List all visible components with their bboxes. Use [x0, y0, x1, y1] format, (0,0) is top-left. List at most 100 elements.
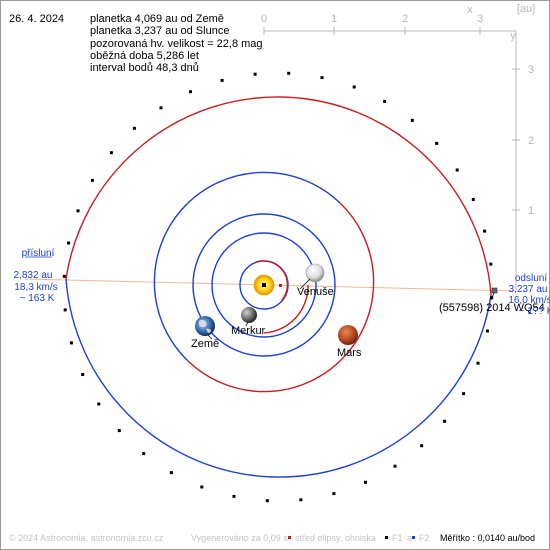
focus-marker: [262, 283, 266, 287]
mercury-orbit-arc: [255, 260, 289, 301]
earth-label: Země: [191, 338, 219, 350]
legend-f2-marker: [412, 536, 415, 539]
info-line-earth-distance: planetka 4,069 au od Země: [90, 13, 224, 25]
asteroid-orbit-lower-arc: [65, 278, 492, 478]
orbit-point: [455, 168, 459, 172]
orbit-point: [485, 329, 489, 333]
orbit-point: [383, 99, 387, 103]
legend-a-text: a: [407, 533, 412, 543]
mars-icon: [338, 325, 358, 345]
orbit-point: [462, 392, 466, 396]
orbit-point: [67, 241, 71, 245]
mercury-icon: [241, 307, 257, 323]
mars-orbit-north-arc: [153, 171, 341, 362]
orbit-point: [142, 452, 146, 456]
orbit-point: [90, 178, 94, 182]
orbit-point: [220, 78, 224, 82]
earth-pointer: [207, 334, 213, 340]
mars-orbit-south-arc: [187, 202, 375, 393]
legend-center-text: střed elipsy, ohniska: [295, 533, 376, 543]
perihelion-title: přísluní: [22, 248, 55, 259]
y-tick-1: 1: [528, 205, 534, 217]
x-tick-2: 2: [402, 13, 408, 25]
copyright-text: © 2024 Astronomia, astronomia.zcu.cz: [9, 533, 164, 543]
venus-icon: [305, 263, 325, 283]
orbit-point: [476, 361, 480, 365]
orbit-point: [253, 72, 257, 76]
generated-text: Vygenerováno za 0,09 s: [191, 533, 288, 543]
orbit-point: [299, 498, 303, 502]
orbit-point: [287, 71, 291, 75]
orbit-point: [159, 106, 163, 110]
asteroid-orbit-upper-arc: [65, 96, 492, 296]
venus-label: Venuše: [297, 286, 334, 298]
info-panel: 26. 4. 2024: [9, 13, 64, 25]
orbit-point: [132, 126, 136, 130]
orbit-point: [364, 480, 367, 484]
asteroid-pointer: [490, 292, 495, 301]
venus-orbit: [211, 232, 317, 338]
orbit-point: [109, 151, 113, 155]
aphelion-title: odsluní: [515, 273, 547, 284]
asteroid-label: (557598) 2014 WQ54: [439, 302, 545, 314]
orbit-point: [352, 85, 356, 89]
orbit-point: [443, 419, 447, 423]
legend-center-marker: [288, 536, 291, 539]
x-axis-label: x: [467, 4, 473, 16]
venus-pointer: [299, 278, 311, 290]
scale-text: Měřítko : 0,0140 au/bod: [440, 533, 535, 543]
info-line-interval: interval bodů 48,3 dnů: [90, 62, 199, 75]
unit-label: [au]: [517, 3, 535, 15]
orbit-point: [265, 499, 269, 503]
orbit-point: [420, 444, 424, 448]
x-tick-1: 1: [331, 13, 337, 25]
orbit-point: [332, 492, 336, 496]
x-axis: [263, 27, 520, 290]
orbit-point: [483, 229, 487, 233]
legend-f1-text: F1: [392, 533, 403, 543]
orbit-point: [169, 471, 173, 475]
y-tick-3: 3: [528, 64, 534, 76]
aphelion-speed: 16,0 km/s: [508, 295, 550, 306]
date-label: 26. 4. 2024: [9, 13, 65, 25]
mars-label: Mars: [337, 347, 362, 359]
x-tick-0: 0: [261, 13, 267, 25]
info-lines: planetka 4,069 au od Země planetka 3,237…: [90, 13, 263, 74]
orbit-point: [62, 274, 66, 278]
mercury-label: Merkur: [231, 325, 266, 337]
orbit-point: [320, 76, 324, 80]
asteroid-orbit-points: [62, 71, 494, 503]
aphelion-temperature: ~ 1?? K: [519, 306, 550, 317]
orbit-point: [117, 429, 121, 433]
orbit-point: [435, 141, 439, 145]
earth-orbit: [192, 213, 336, 357]
orbit-point: [471, 198, 475, 201]
venus-orbit-arc: [263, 284, 309, 334]
info-line-period: oběžná doba 5,286 let: [90, 49, 199, 62]
mercury-pointer: [245, 321, 249, 327]
orbit-point: [489, 262, 493, 266]
orbit-point: [393, 464, 397, 468]
orbit-point: [63, 308, 67, 312]
info-line-magnitude: pozorovaná hv. velikost = 22,8 mag: [90, 37, 263, 50]
ellipse-center-marker: [279, 284, 282, 287]
orbit-point: [76, 209, 80, 213]
orbit-point: [410, 118, 414, 122]
aphelion-distance: 3,237 au: [509, 284, 548, 295]
y-tick-2: 2: [528, 135, 534, 147]
orbit-point: [97, 402, 101, 406]
y-axis-label: y: [510, 30, 516, 42]
legend-f2-text: F2: [419, 533, 430, 543]
perihelion-temperature: ~ 163 K: [20, 293, 55, 304]
orbit-point: [69, 341, 73, 345]
orbit-point: [189, 90, 192, 94]
perihelion-speed: 18,3 km/s: [14, 282, 57, 293]
orbit-point: [232, 494, 236, 498]
orbit-point: [81, 373, 85, 376]
perihelion-distance: 2,832 au: [14, 270, 53, 281]
info-line-sun-distance: planetka 3,237 au od Slunce: [90, 25, 230, 38]
x-tick-3: 3: [477, 13, 483, 25]
orbit-point: [200, 485, 204, 489]
asteroid-marker: [491, 287, 498, 294]
